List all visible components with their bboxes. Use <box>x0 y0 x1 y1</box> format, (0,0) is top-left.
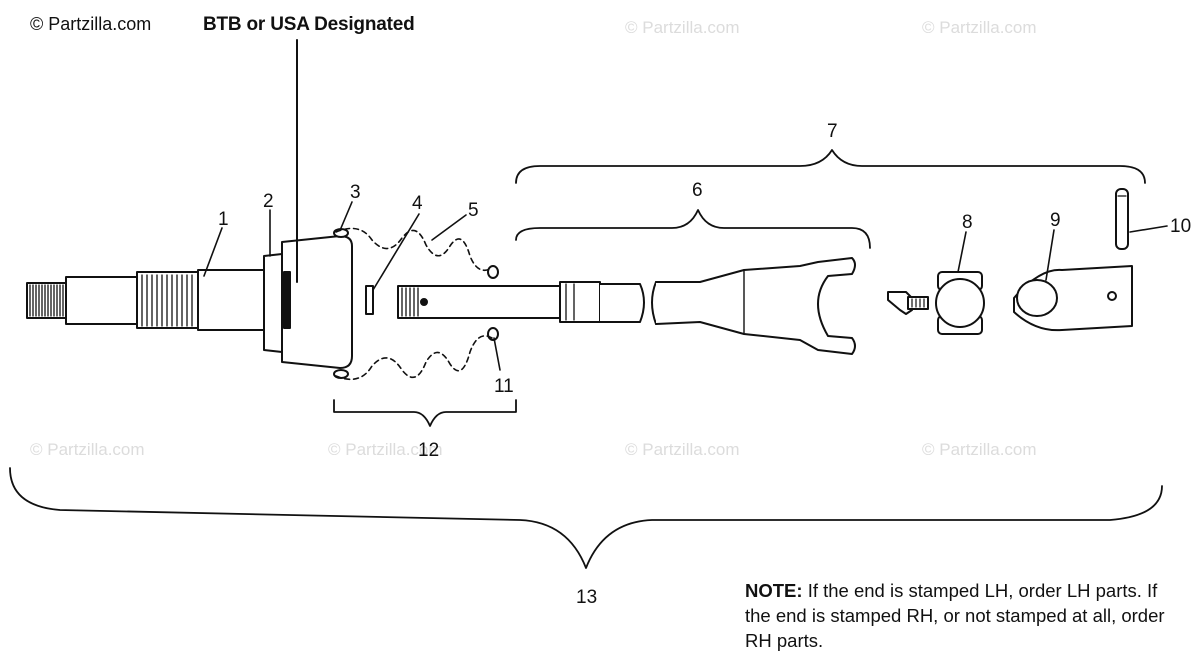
watermark-text: © Partzilla.com <box>625 18 740 37</box>
callout-5: 5 <box>468 200 479 221</box>
callout-labels: 1 2 3 4 5 6 7 8 9 10 11 12 13 <box>218 121 1191 608</box>
brace-7 <box>515 149 1146 184</box>
watermark-text: © Partzilla.com <box>625 440 740 459</box>
cv-joint-housing-part <box>263 235 353 369</box>
callout-13: 13 <box>576 587 597 608</box>
end-yoke-part <box>1013 265 1133 332</box>
designation-label: BTB or USA Designated <box>203 14 415 35</box>
leader-lines <box>203 201 1168 371</box>
note-block: NOTE: If the end is stamped LH, order LH… <box>745 578 1185 653</box>
callout-2: 2 <box>263 191 274 212</box>
watermark-text: © Partzilla.com <box>30 440 145 459</box>
watermark-group: © Partzilla.com © Partzilla.com © Partzi… <box>30 18 1037 459</box>
universal-joint-cross-part <box>887 271 985 335</box>
brace-12 <box>333 399 517 427</box>
brace-6 <box>515 209 871 249</box>
callout-3: 3 <box>350 182 361 203</box>
callout-11: 11 <box>494 376 514 397</box>
brace-13 <box>9 467 1163 569</box>
callout-6: 6 <box>692 180 703 201</box>
note-label: NOTE: <box>745 580 803 601</box>
watermark-text: © Partzilla.com <box>922 18 1037 37</box>
callout-9: 9 <box>1050 210 1061 231</box>
note-text: If the end is stamped LH, order LH parts… <box>745 580 1165 651</box>
axle-shaft-part <box>26 269 269 331</box>
inner-shaft-yoke-part <box>397 257 856 355</box>
roll-pin-part <box>1115 188 1129 250</box>
callout-10: 10 <box>1170 216 1191 237</box>
callout-4: 4 <box>412 193 423 214</box>
callout-8: 8 <box>962 212 973 233</box>
watermark-text: © Partzilla.com <box>922 440 1037 459</box>
callout-7: 7 <box>827 121 838 142</box>
snap-ring-part <box>365 285 374 315</box>
copyright-label: © Partzilla.com <box>30 14 152 34</box>
callout-1: 1 <box>218 209 229 230</box>
callout-12: 12 <box>418 440 439 461</box>
cv-boot-part <box>335 227 493 381</box>
watermark-text: © Partzilla.com <box>328 440 443 459</box>
